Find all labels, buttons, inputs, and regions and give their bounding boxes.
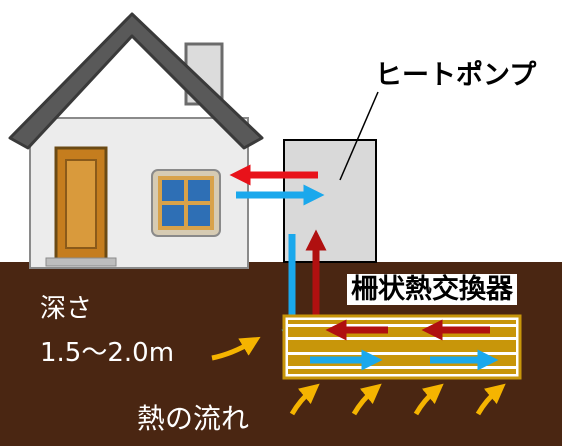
house-icon: [8, 12, 264, 269]
heat-flow-arrow: [475, 383, 506, 416]
heat-exchanger-label: 柵状熱交換器: [347, 274, 517, 305]
heat-pump-unit: [283, 139, 377, 263]
heat-flow-arrow: [351, 383, 382, 416]
window-icon: [151, 169, 221, 237]
heat-flow-label: 熱の流れ: [137, 402, 250, 435]
heat-flow-arrow: [413, 383, 444, 416]
heat-exchanger-grid: [282, 314, 522, 380]
door-icon: [45, 146, 117, 267]
heat-pump-leader-line: [339, 91, 379, 181]
depth-pointer-arrow: [211, 336, 261, 361]
heat-pump-label: ヒートポンプ: [375, 60, 537, 91]
heat-flow-arrows: [289, 383, 506, 416]
depth-value: 1.5～2.0m: [40, 338, 175, 368]
depth-label: 深さ: [40, 294, 93, 324]
heat-flow-arrow: [289, 383, 320, 416]
